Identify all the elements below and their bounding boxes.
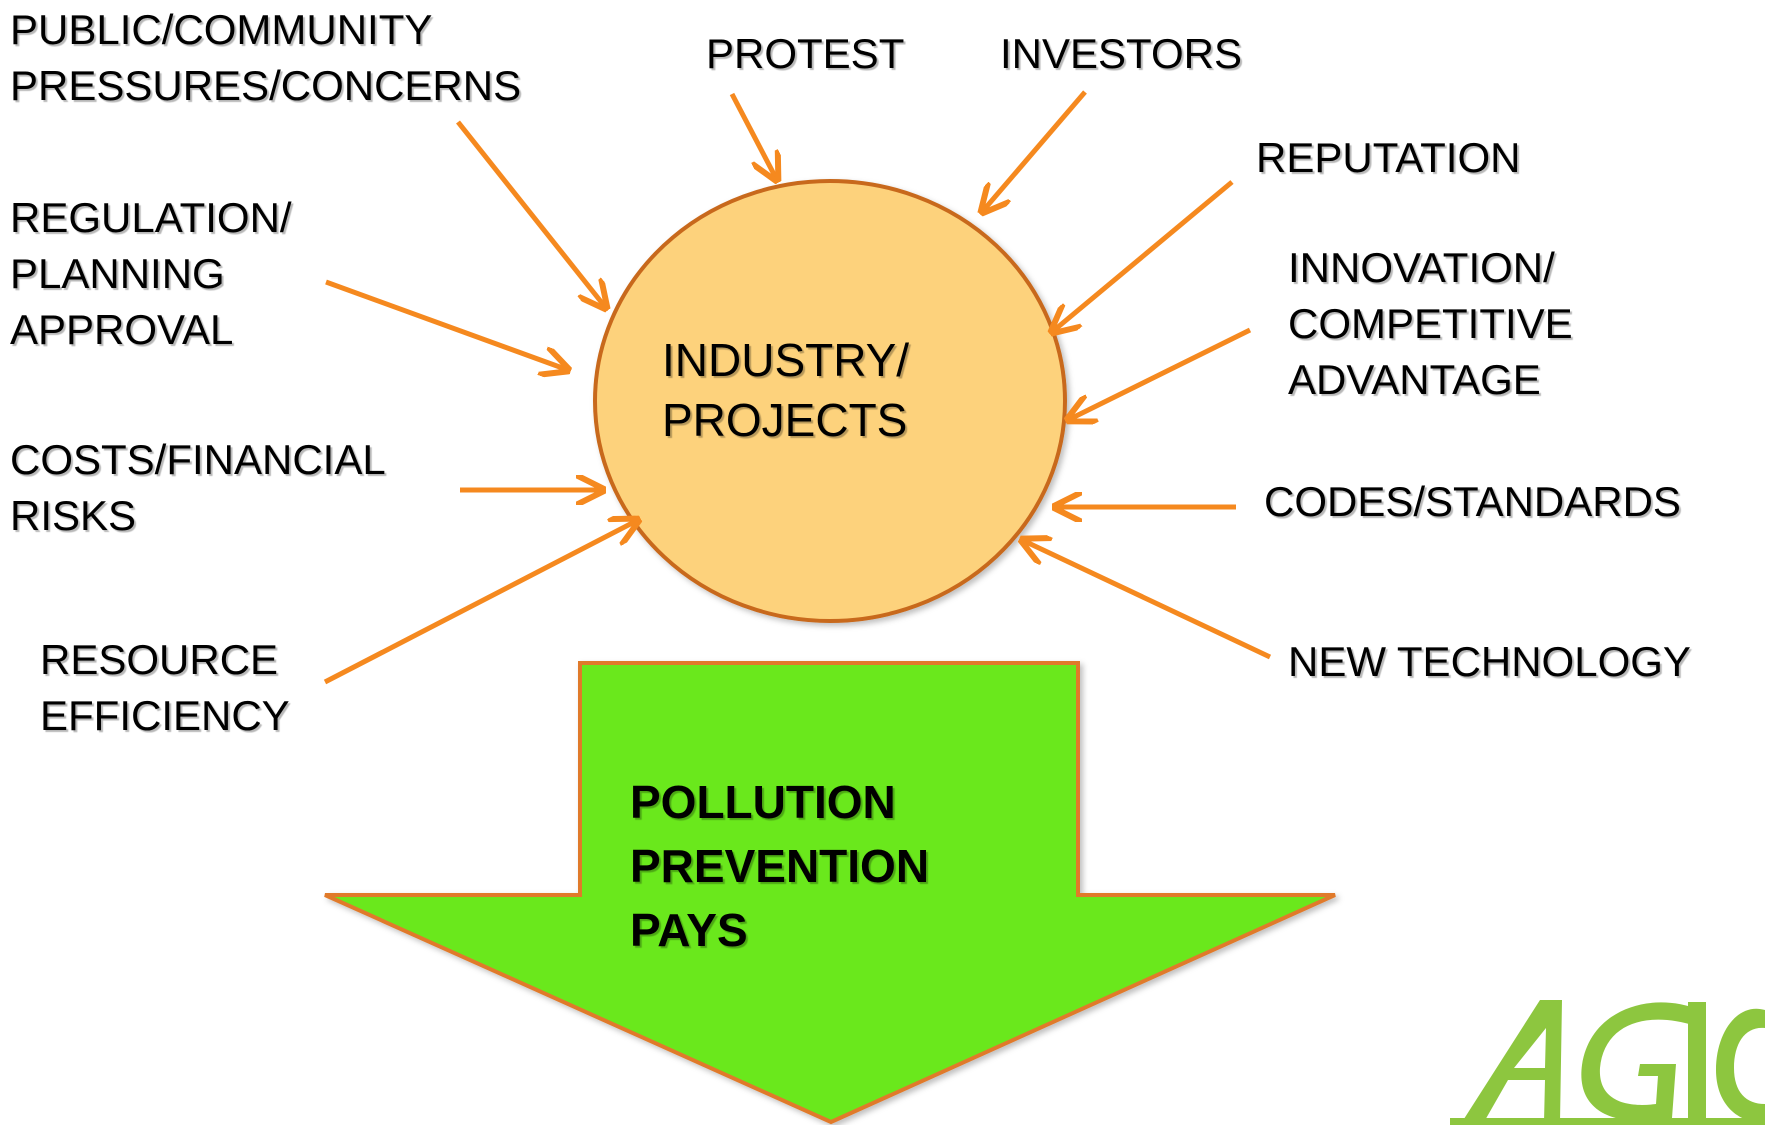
connector-regulation	[325, 279, 568, 370]
factor-codes: CODES/STANDARDS	[1264, 478, 1681, 525]
connector-investors	[982, 90, 1087, 212]
factor-costs: COSTS/FINANCIAL RISKS	[10, 436, 386, 539]
connector-public-community	[456, 120, 606, 308]
factor-resource: RESOURCE EFFICIENCY	[40, 636, 290, 739]
connector-reputation	[1052, 180, 1234, 332]
result-label: POLLUTION PREVENTION PAYS	[630, 776, 930, 956]
connector-innovation	[1068, 327, 1252, 420]
factor-protest: PROTEST	[706, 30, 905, 77]
factor-investors: INVESTORS	[1000, 30, 1242, 77]
factor-innovation: INNOVATION/ COMPETITIVE ADVANTAGE	[1288, 244, 1573, 403]
factor-reputation: REPUTATION	[1256, 134, 1521, 181]
center-label: INDUSTRY/ PROJECTS	[662, 334, 910, 446]
connector-new-technology	[1022, 540, 1272, 660]
factor-new-technology: NEW TECHNOLOGY	[1288, 638, 1691, 685]
result-down-arrow	[324, 661, 1336, 1125]
connector-resource	[323, 520, 638, 685]
connector-protest	[729, 92, 777, 180]
factor-public-community: PUBLIC/COMMUNITY PRESSURES/CONCERNS	[10, 6, 522, 109]
agic-logo	[1450, 1000, 1765, 1125]
factor-regulation: REGULATION/ PLANNING APPROVAL	[10, 194, 292, 353]
